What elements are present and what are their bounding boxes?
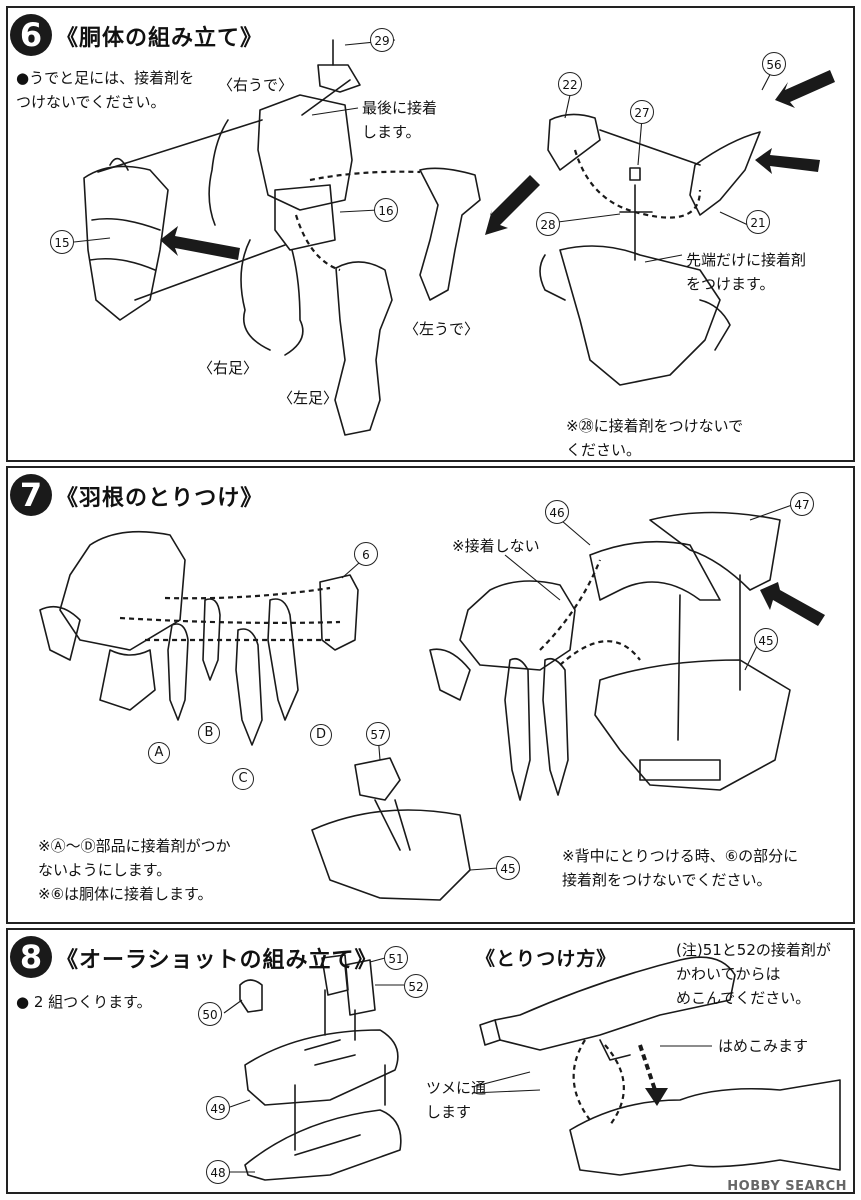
part-48: 48	[206, 1160, 230, 1184]
step7-note-right: ※背中にとりつける時、⑥の部分に 接着剤をつけないでください。	[562, 847, 799, 889]
tip-glue-note: 先端だけに接着剤 をつけます。	[686, 251, 807, 293]
no-glue-label: ※接着しない	[452, 537, 540, 555]
wing-D: D	[310, 724, 332, 746]
wing-B: B	[198, 722, 220, 744]
step7-title: 《羽根のとりつけ》	[56, 486, 264, 511]
part-28: 28	[536, 212, 560, 236]
step6-title: 《胴体の組み立て》	[56, 26, 264, 51]
step7-number: 7	[10, 474, 52, 516]
part-22: 22	[558, 72, 582, 96]
step6-number: 6	[10, 14, 52, 56]
step8-panel	[6, 928, 855, 1194]
part-45-upper: 45	[754, 628, 778, 652]
part-50: 50	[198, 1002, 222, 1026]
part-16: 16	[374, 198, 398, 222]
part-49: 49	[206, 1096, 230, 1120]
label-left-leg: 〈左足〉	[278, 389, 339, 407]
part-29: 29	[370, 28, 394, 52]
part-56: 56	[762, 52, 786, 76]
attach-title: 《とりつけ方》	[476, 948, 617, 970]
step8-number: 8	[10, 936, 52, 978]
no-glue-28-note: ※㉘に接着剤をつけないで ください。	[566, 417, 744, 459]
part-57: 57	[366, 722, 390, 746]
part-21: 21	[746, 210, 770, 234]
part-27: 27	[630, 100, 654, 124]
step7-panel	[6, 466, 855, 924]
step7-note-left: ※Ⓐ〜Ⓓ部品に接着剤がつか ないようにします。 ※⑥は胴体に接着します。	[38, 837, 231, 903]
part-51: 51	[384, 946, 408, 970]
wing-C: C	[232, 768, 254, 790]
step8-title: 《オーラショットの組み立て》	[56, 948, 378, 973]
attach-note: (注)51と52の接着剤が かわいてからは めこんでください。	[676, 941, 831, 1007]
wing-A: A	[148, 742, 170, 764]
label-left-arm: 〈左うで〉	[404, 320, 480, 338]
part-46: 46	[545, 500, 569, 524]
part-45-lower: 45	[496, 856, 520, 880]
label-right-arm: 〈右うで〉	[218, 76, 294, 94]
step6-note: ●うでと足には、接着剤を つけないでください。	[16, 69, 195, 111]
glue-last-note: 最後に接着 します。	[362, 99, 438, 141]
watermark: HOBBY SEARCH	[727, 1179, 847, 1194]
snap-in-label: はめこみます	[718, 1037, 809, 1055]
part-15: 15	[50, 230, 74, 254]
part-47: 47	[790, 492, 814, 516]
step8-note: ● 2 組つくります。	[16, 993, 152, 1011]
part-6: 6	[354, 542, 378, 566]
step6-panel	[6, 6, 855, 462]
part-52: 52	[404, 974, 428, 998]
label-right-leg: 〈右足〉	[198, 359, 259, 377]
through-claw-label: ツメに通 します	[426, 1079, 487, 1121]
